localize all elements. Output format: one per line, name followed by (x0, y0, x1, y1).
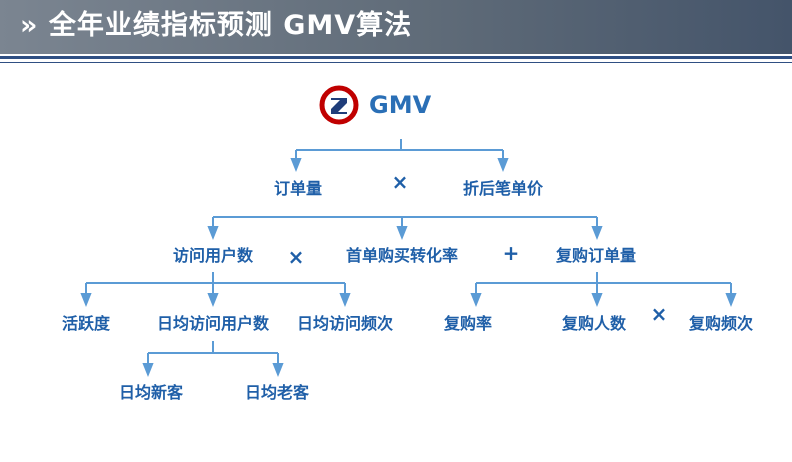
header-bar: » 全年业绩指标预测 GMV算法 (0, 0, 792, 54)
node-repeat-frequency: 复购频次 (688, 314, 754, 333)
node-discount-unit-price: 折后笔单价 (462, 179, 544, 198)
operator-multiply-1: × (391, 170, 409, 194)
node-first-order-conversion: 首单购买转化率 (345, 246, 459, 265)
node-daily-returning-customers: 日均老客 (244, 383, 310, 402)
node-visitors: 访问用户数 (172, 246, 254, 265)
node-repeat-buyers: 复购人数 (561, 314, 627, 333)
node-repeat-rate: 复购率 (443, 314, 493, 333)
gmv-logo-icon (319, 85, 359, 125)
operator-multiply-2: × (287, 245, 305, 269)
operator-plus: + (502, 241, 520, 265)
node-repeat-orders: 复购订单量 (555, 246, 637, 265)
node-daily-visitors: 日均访问用户数 (156, 314, 270, 333)
operator-multiply-3: × (650, 302, 668, 326)
node-daily-visit-frequency: 日均访问频次 (296, 314, 394, 333)
header-divider-thin (0, 62, 792, 63)
page-title: » 全年业绩指标预测 GMV算法 (20, 10, 413, 41)
node-activity: 活跃度 (61, 314, 111, 333)
node-order-count: 订单量 (273, 179, 323, 198)
gmv-root-label: GMV (369, 91, 432, 119)
header-divider-thick (0, 56, 792, 59)
node-daily-new-customers: 日均新客 (118, 383, 184, 402)
